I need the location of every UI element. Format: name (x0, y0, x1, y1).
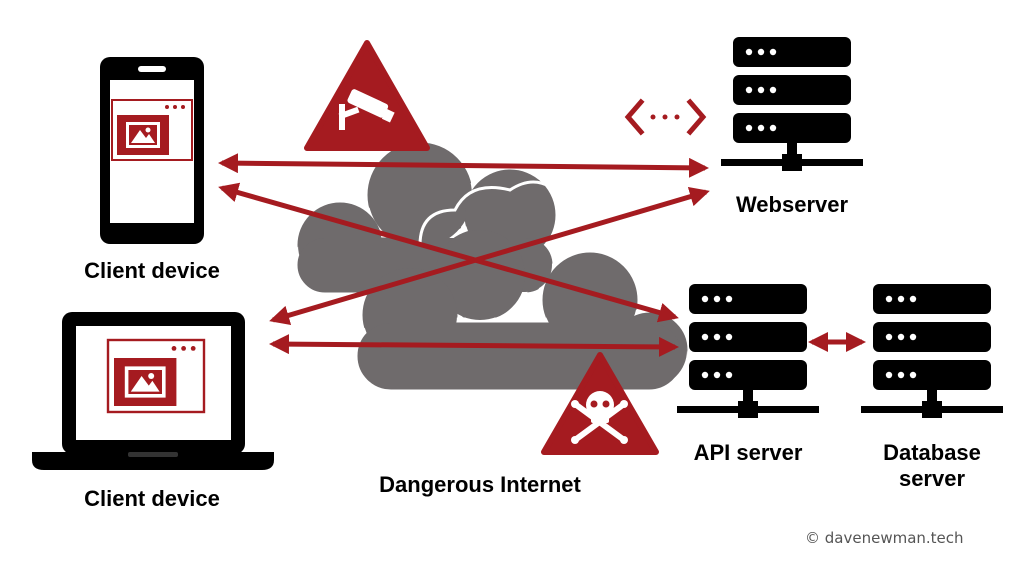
code-icon (624, 98, 707, 136)
phone-device (100, 57, 204, 244)
skull-crossbones-icon (571, 391, 628, 444)
client-device-label-phone: Client device (84, 258, 220, 283)
database-server-label: Database server (852, 440, 1012, 492)
copyright-credit: © davenewman.tech (805, 529, 964, 547)
webserver-label: Webserver (735, 192, 849, 217)
api-server-label: API server (693, 440, 803, 465)
webserver-stack (721, 37, 863, 171)
security-camera-icon (338, 89, 395, 130)
database-server-stack (861, 284, 1003, 418)
laptop-device (32, 312, 274, 470)
app-window-icon (111, 99, 193, 161)
client-device-label-laptop: Client device (84, 486, 220, 511)
connection-arrows (218, 153, 866, 357)
api-server-stack (677, 284, 819, 418)
database-label-line2: server (898, 466, 966, 491)
app-window-icon (106, 338, 206, 414)
internet-label: Dangerous Internet (379, 472, 581, 497)
laptop-api-arrow (269, 334, 679, 357)
danger-warning (541, 352, 659, 455)
phone-webserver-arrow (218, 153, 709, 178)
surveillance-warning (304, 40, 430, 151)
database-label-line1: Database (883, 440, 981, 465)
laptop-webserver-arrow (269, 186, 710, 326)
